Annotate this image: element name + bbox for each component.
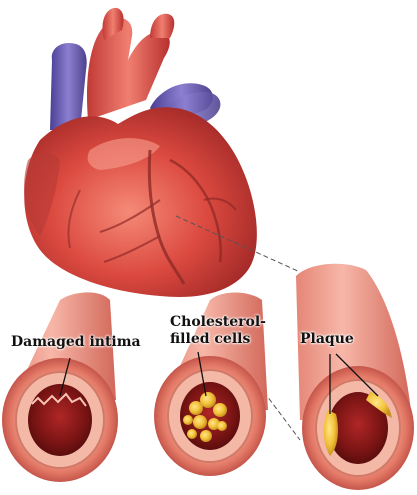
cholesterol-cell [217,421,227,431]
label-cholesterol-filled-cells: Cholesterol- filled cells [170,314,266,348]
artery-damaged-intima [2,292,118,482]
heart-body [24,107,257,297]
label-damaged-intima: Damaged intima [11,334,141,351]
cholesterol-cell [200,430,212,442]
heart [24,107,257,297]
cholesterol-cell [183,415,193,425]
label-plaque: Plaque [300,331,354,348]
cholesterol-cell [193,415,207,429]
artery-plaque [296,264,414,490]
subclavian-artery [150,14,174,38]
cholesterol-cell [200,392,216,408]
superior-vena-cava [50,43,87,130]
label-cholesterol-line-2: filled cells [170,331,266,348]
label-cholesterol-line-1: Cholesterol- [170,314,266,331]
cholesterol-cell [213,403,227,417]
cholesterol-cell [187,429,197,439]
